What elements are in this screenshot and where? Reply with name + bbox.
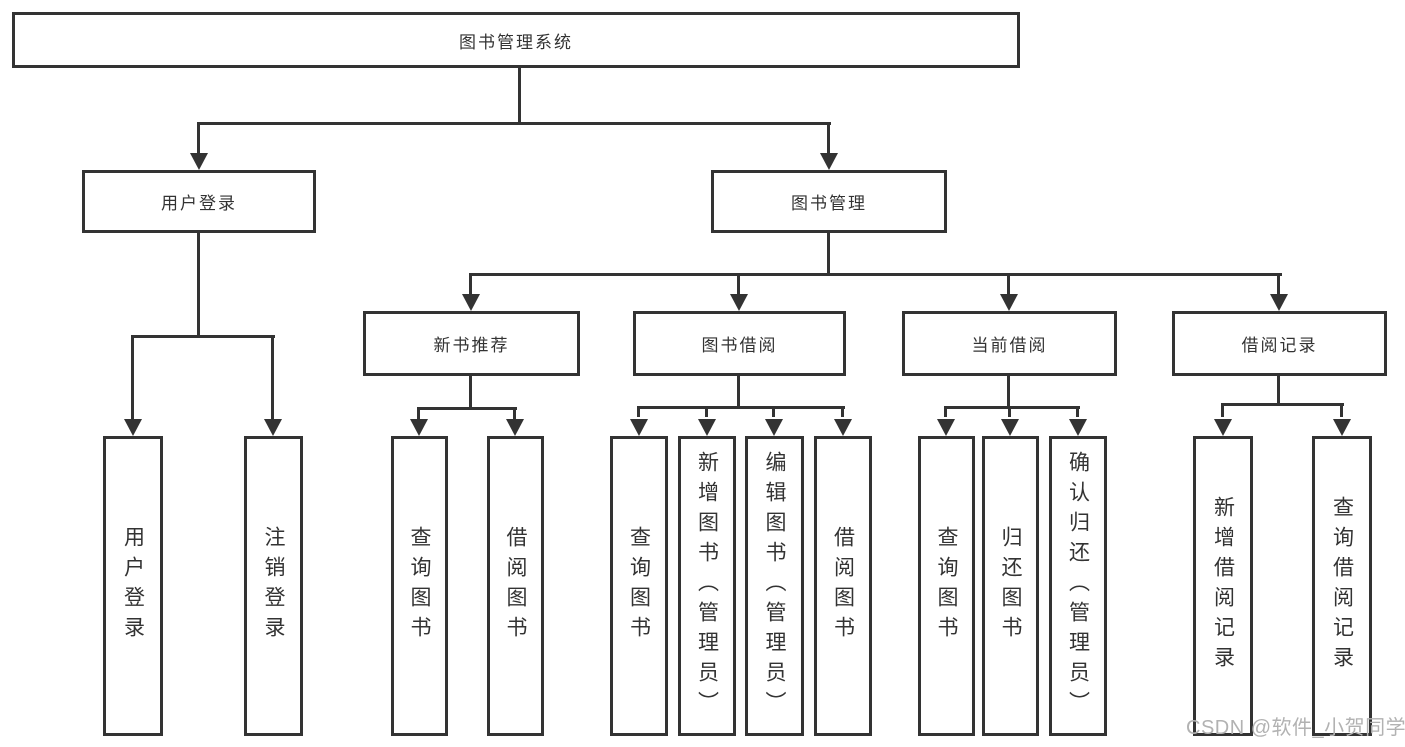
connector-line [1277, 276, 1280, 296]
node-label: 用户登录 [121, 526, 145, 646]
node-label: 确认归还（管理员） [1066, 451, 1090, 721]
leaf-query-books-borrowing: 查询图书 [610, 436, 668, 736]
connector-line [513, 410, 516, 420]
arrow-down-icon [730, 294, 748, 311]
connector-line [417, 410, 420, 420]
connector-line [1221, 403, 1344, 406]
node-label: 查询图书 [627, 526, 651, 646]
arrow-down-icon [1001, 419, 1019, 436]
node-label: 图书管理系统 [459, 32, 573, 52]
arrow-down-icon [1333, 419, 1351, 436]
connector-line [518, 68, 521, 125]
arrow-down-icon [698, 419, 716, 436]
node-book-borrowing: 图书借阅 [633, 311, 846, 376]
node-book-management: 图书管理 [711, 170, 947, 233]
arrow-down-icon [1214, 419, 1232, 436]
leaf-return-books: 归还图书 [982, 436, 1039, 736]
connector-line [197, 122, 831, 125]
connector-line [772, 409, 775, 417]
arrow-down-icon [1000, 294, 1018, 311]
leaf-user-login: 用户登录 [103, 436, 163, 736]
arrow-down-icon [264, 419, 282, 436]
connector-line [827, 233, 830, 276]
connector-line [705, 409, 708, 417]
connector-line [737, 276, 740, 296]
node-label: 编辑图书（管理员） [763, 451, 786, 721]
leaf-query-borrow-record: 查询借阅记录 [1312, 436, 1372, 736]
connector-line [1221, 406, 1224, 417]
connector-line [944, 406, 1080, 409]
connector-line [131, 338, 134, 420]
arrow-down-icon [124, 419, 142, 436]
connector-line [197, 233, 200, 338]
leaf-query-books-recommend: 查询图书 [391, 436, 448, 736]
node-label: 归还图书 [999, 526, 1022, 646]
node-label: 新书推荐 [433, 336, 510, 355]
connector-line [1076, 409, 1079, 417]
connector-line [1007, 376, 1010, 409]
connector-line [1340, 406, 1343, 417]
node-label: 注销登录 [262, 526, 285, 646]
connector-line [197, 125, 200, 154]
connector-line [1007, 276, 1010, 296]
arrow-down-icon [834, 419, 852, 436]
node-borrowing-records: 借阅记录 [1172, 311, 1387, 376]
node-label: 图书借阅 [701, 336, 778, 355]
arrow-down-icon [410, 419, 428, 436]
connector-line [637, 409, 640, 417]
arrow-down-icon [630, 419, 648, 436]
arrow-down-icon [1069, 419, 1087, 436]
node-label: 新增图书（管理员） [695, 451, 719, 721]
node-label: 图书管理 [791, 194, 867, 213]
leaf-logout: 注销登录 [244, 436, 303, 736]
leaf-borrow-books: 借阅图书 [814, 436, 872, 736]
connector-line [469, 376, 472, 410]
node-label: 借阅图书 [504, 526, 527, 646]
arrow-down-icon [820, 153, 838, 170]
node-root-library-system: 图书管理系统 [12, 12, 1020, 68]
node-label: 当前借阅 [971, 336, 1048, 355]
arrow-down-icon [937, 419, 955, 436]
connector-line [1277, 376, 1280, 406]
leaf-confirm-return-admin: 确认归还（管理员） [1049, 436, 1107, 736]
arrow-down-icon [190, 153, 208, 170]
arrow-down-icon [1270, 294, 1288, 311]
node-user-login-branch: 用户登录 [82, 170, 316, 233]
node-label: 查询图书 [408, 526, 431, 646]
leaf-add-borrow-record: 新增借阅记录 [1193, 436, 1253, 736]
connector-line [469, 273, 1282, 276]
connector-line [827, 125, 830, 154]
node-label: 借阅图书 [831, 526, 855, 646]
connector-line [131, 335, 275, 338]
node-current-borrowing: 当前借阅 [902, 311, 1117, 376]
connector-line [271, 338, 274, 420]
node-new-book-recommend: 新书推荐 [363, 311, 580, 376]
connector-line [1008, 409, 1011, 417]
leaf-add-books-admin: 新增图书（管理员） [678, 436, 736, 736]
connector-line [469, 276, 472, 296]
node-label: 用户登录 [161, 194, 237, 213]
connector-line [841, 409, 844, 417]
arrow-down-icon [462, 294, 480, 311]
connector-line [417, 407, 517, 410]
connector-line [737, 376, 740, 409]
connector-line [944, 409, 947, 417]
arrow-down-icon [765, 419, 783, 436]
connector-line [637, 406, 845, 409]
leaf-query-books-current: 查询图书 [918, 436, 975, 736]
node-label: 借阅记录 [1241, 336, 1318, 355]
csdn-watermark: CSDN @软件_小贺同学 [1186, 717, 1405, 739]
arrow-down-icon [506, 419, 524, 436]
leaf-borrow-books-recommend: 借阅图书 [487, 436, 544, 736]
node-label: 查询借阅记录 [1330, 496, 1354, 676]
leaf-edit-books-admin: 编辑图书（管理员） [745, 436, 804, 736]
node-label: 新增借阅记录 [1211, 496, 1235, 676]
node-label: 查询图书 [935, 526, 958, 646]
